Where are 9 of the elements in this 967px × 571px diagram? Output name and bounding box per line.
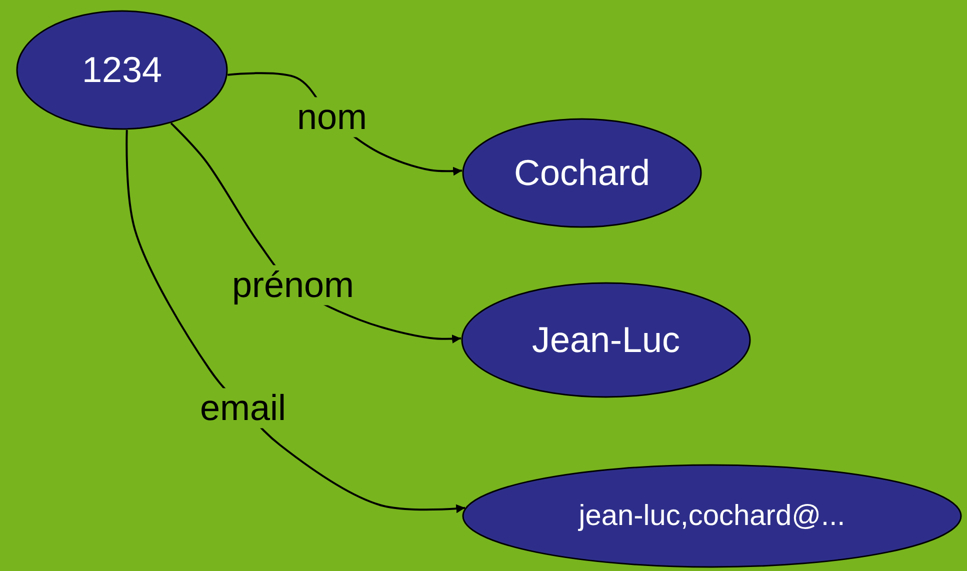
node-label: 1234 (82, 49, 162, 91)
node-label: Cochard (514, 152, 650, 194)
node-label: jean-luc,cochard@... (578, 500, 846, 532)
arrow (126, 130, 466, 514)
ellipse-node (462, 118, 702, 228)
ellipse-node (16, 10, 228, 130)
ellipse-node (461, 282, 751, 398)
ellipse-node (462, 464, 962, 568)
node-label: Jean-Luc (532, 319, 680, 361)
